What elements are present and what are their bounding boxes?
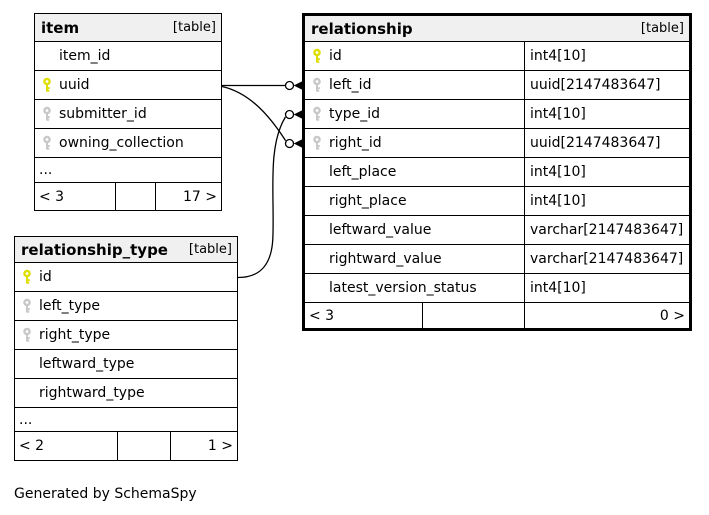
footer-relations-count: < 3 xyxy=(309,307,335,324)
relation-line xyxy=(237,116,286,279)
footer-middle-cell xyxy=(422,303,524,328)
column-row-left_place: left_place int4[10] xyxy=(305,158,689,187)
column-name: owning_collection xyxy=(59,135,184,151)
table-tag: [table] xyxy=(640,21,684,36)
relation-relationship-type-id-to-type-id xyxy=(237,109,304,279)
hidden-columns-ellipsis: ... xyxy=(35,158,221,183)
column-name: item_id xyxy=(59,48,111,64)
column-row-right_id: right_id uuid[2147483647] xyxy=(305,129,689,158)
column-row-id: id xyxy=(15,263,237,292)
column-row-rightward_value: rightward_value varchar[2147483647] xyxy=(305,245,689,274)
column-name: type_id xyxy=(329,106,381,122)
footer-rows-count: 17 > xyxy=(155,183,221,210)
table-header-relationship-type[interactable]: relationship_type [table] xyxy=(15,237,237,263)
column-row-left_id: left_id uuid[2147483647] xyxy=(305,71,689,100)
table-tag: [table] xyxy=(188,242,232,257)
column-name: left_id xyxy=(329,77,372,93)
column-type: int4[10] xyxy=(524,42,689,70)
generated-by-note: Generated by SchemaSpy xyxy=(14,486,197,502)
column-type: int4[10] xyxy=(524,100,689,128)
column-name: left_type xyxy=(39,298,100,314)
column-name: right_place xyxy=(329,193,407,209)
relation-circle-icon xyxy=(284,109,295,120)
column-row-item_id: item_id xyxy=(35,42,221,71)
column-name: id xyxy=(329,48,342,64)
column-name: left_place xyxy=(329,164,397,180)
column-row-left_type: left_type xyxy=(15,292,237,321)
column-name: uuid xyxy=(59,77,90,93)
column-type: uuid[2147483647] xyxy=(524,71,689,99)
table-footer: < 3 0 > xyxy=(305,303,689,328)
primary-key-icon xyxy=(312,48,322,64)
table-footer: < 3 17 > xyxy=(35,183,221,210)
column-row-owning_collection: owning_collection xyxy=(35,129,221,158)
column-row-leftward_value: leftward_value varchar[2147483647] xyxy=(305,216,689,245)
table-name: relationship xyxy=(311,19,413,38)
footer-middle-cell xyxy=(117,432,170,460)
column-type: int4[10] xyxy=(524,158,689,186)
column-type: uuid[2147483647] xyxy=(524,129,689,157)
column-name: rightward_type xyxy=(39,385,145,401)
hidden-columns-ellipsis: ... xyxy=(15,408,237,432)
column-row-id: id int4[10] xyxy=(305,42,689,71)
foreign-key-icon xyxy=(312,106,322,122)
column-name: right_id xyxy=(329,135,382,151)
foreign-key-icon xyxy=(42,135,52,151)
footer-relations-count: < 2 xyxy=(19,438,45,454)
column-type: int4[10] xyxy=(524,274,689,302)
table-name: relationship_type xyxy=(21,240,168,259)
column-row-type_id: type_id int4[10] xyxy=(305,100,689,129)
footer-rows-count: 0 > xyxy=(524,303,689,328)
column-name: rightward_value xyxy=(329,251,442,267)
column-row-right_type: right_type xyxy=(15,321,237,350)
footer-rows-count: 1 > xyxy=(170,432,237,460)
primary-key-icon xyxy=(42,77,52,93)
column-row-latest_version_status: latest_version_status int4[10] xyxy=(305,274,689,303)
table-tag: [table] xyxy=(172,20,216,35)
relation-circle-icon xyxy=(284,80,295,91)
column-name: id xyxy=(39,269,52,285)
column-row-submitter_id: submitter_id xyxy=(35,100,221,129)
table-header-relationship[interactable]: relationship [table] xyxy=(305,16,689,42)
column-name: leftward_value xyxy=(329,222,432,238)
column-row-rightward_type: rightward_type xyxy=(15,379,237,408)
foreign-key-icon xyxy=(312,77,322,93)
column-type: varchar[2147483647] xyxy=(524,245,689,273)
column-name: latest_version_status xyxy=(329,280,477,296)
relation-circle-icon xyxy=(284,138,295,149)
column-row-leftward_type: leftward_type xyxy=(15,350,237,379)
primary-key-icon xyxy=(22,269,32,285)
column-name: right_type xyxy=(39,327,111,343)
column-name: leftward_type xyxy=(39,356,135,372)
relation-line xyxy=(221,85,287,141)
relation-item-uuid-to-right-id xyxy=(221,85,304,149)
column-name: submitter_id xyxy=(59,106,147,122)
foreign-key-icon xyxy=(22,327,32,343)
column-row-uuid: uuid xyxy=(35,71,221,100)
relation-item-uuid-to-left-id xyxy=(222,80,304,91)
table-name: item xyxy=(41,18,80,37)
foreign-key-icon xyxy=(22,298,32,314)
foreign-key-icon xyxy=(312,135,322,151)
footer-relations-count: < 3 xyxy=(39,188,65,205)
table-header-item[interactable]: item [table] xyxy=(35,14,221,42)
foreign-key-icon xyxy=(42,106,52,122)
column-row-right_place: right_place int4[10] xyxy=(305,187,689,216)
column-type: int4[10] xyxy=(524,187,689,215)
column-type: varchar[2147483647] xyxy=(524,216,689,244)
footer-middle-cell xyxy=(115,183,155,210)
table-footer: < 2 1 > xyxy=(15,432,237,460)
